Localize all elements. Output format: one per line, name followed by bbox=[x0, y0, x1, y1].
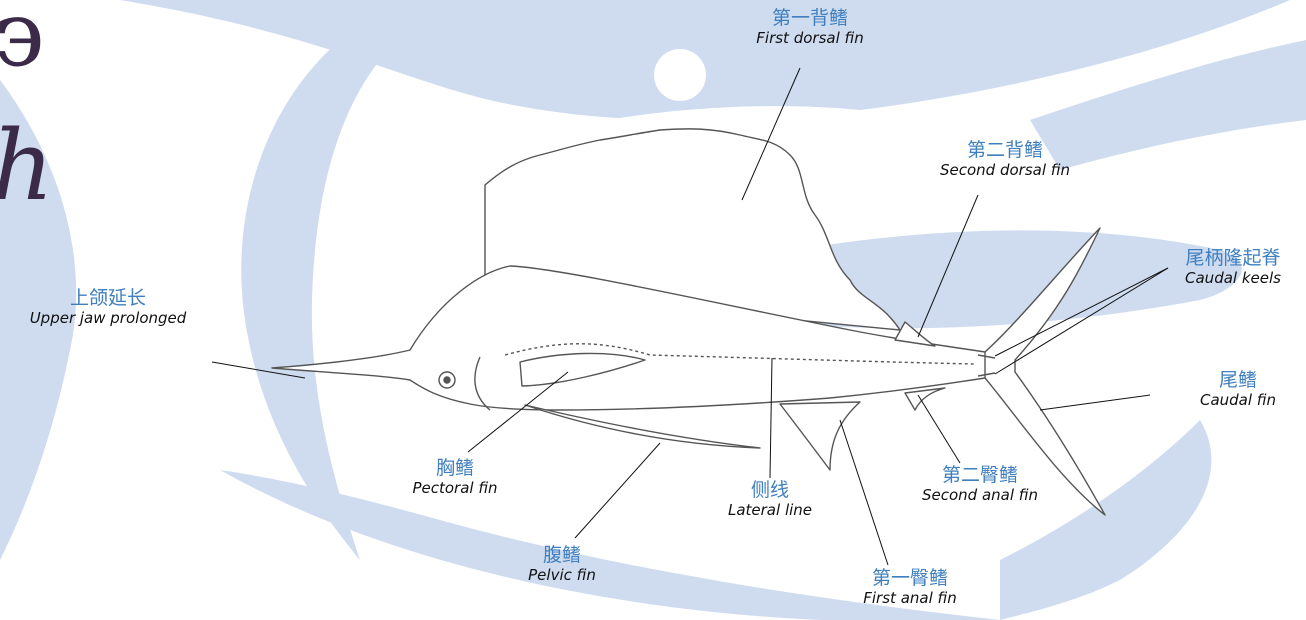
leader-pectoral bbox=[467, 371, 569, 453]
label-en: Caudal fin bbox=[1199, 390, 1277, 409]
label-first-anal-fin: 第一臀鳍 First anal fin bbox=[820, 567, 1000, 607]
caudal-keel-lower-mark bbox=[977, 372, 996, 377]
label-zh: 尾鳍 bbox=[1218, 369, 1257, 391]
sailfish bbox=[271, 128, 1106, 516]
leader-pelvic bbox=[574, 442, 661, 539]
second-dorsal-fin-shape bbox=[894, 321, 936, 347]
swoosh-bottom bbox=[220, 470, 1000, 620]
label-zh: 第一臀鳍 bbox=[871, 567, 948, 589]
first-anal-fin-shape bbox=[779, 401, 861, 471]
leader-first-dorsal bbox=[741, 67, 801, 201]
leader-lines bbox=[211, 67, 1169, 566]
label-upper-jaw-prolonged: 上颌延长 Upper jaw prolonged bbox=[4, 287, 212, 327]
label-first-dorsal-fin: 第一背鳍 First dorsal fin bbox=[720, 7, 900, 47]
label-zh: 尾柄隆起脊 bbox=[1185, 247, 1281, 269]
leader-lateral-line bbox=[769, 357, 773, 479]
swoosh-arc-left bbox=[241, 40, 380, 560]
label-caudal-fin: 尾鳍 Caudal fin bbox=[1180, 369, 1296, 409]
label-en: Pelvic fin bbox=[528, 565, 596, 584]
label-zh: 第二臀鳍 bbox=[941, 464, 1018, 486]
leader-caudal-fin bbox=[1039, 394, 1151, 411]
second-anal-fin-shape bbox=[904, 387, 946, 411]
label-zh: 胸鳍 bbox=[435, 457, 474, 479]
swoosh-right-band bbox=[1030, 40, 1306, 170]
label-second-dorsal-fin: 第二背鳍 Second dorsal fin bbox=[905, 139, 1105, 179]
label-zh: 上颌延长 bbox=[69, 287, 146, 309]
cropped-title-glyph-top: ϶ bbox=[0, 0, 45, 87]
label-caudal-keels: 尾柄隆起脊 Caudal keels bbox=[1160, 247, 1306, 287]
label-zh: 腹鳍 bbox=[542, 544, 581, 566]
label-pelvic-fin: 腹鳍 Pelvic fin bbox=[492, 544, 632, 584]
pelvic-fin-shape bbox=[524, 404, 761, 449]
caudal-fin-shape bbox=[984, 227, 1106, 516]
label-en: Lateral line bbox=[727, 500, 813, 519]
label-en: Pectoral fin bbox=[412, 478, 498, 497]
label-zh: 侧线 bbox=[750, 479, 789, 501]
pectoral-fin-shape bbox=[519, 352, 646, 387]
leader-upper-jaw bbox=[211, 361, 306, 379]
label-en: First anal fin bbox=[863, 588, 957, 607]
cropped-title-glyph-bottom: h bbox=[0, 110, 54, 222]
swoosh-left-tail bbox=[0, 80, 77, 560]
label-en: Caudal keels bbox=[1185, 268, 1281, 287]
swoosh-lower-right bbox=[1000, 420, 1212, 620]
label-en: Upper jaw prolonged bbox=[29, 308, 187, 327]
leader-caudal-keels-2 bbox=[994, 267, 1169, 375]
leader-second-dorsal bbox=[917, 194, 979, 338]
lateral-line-dots bbox=[504, 343, 976, 365]
gill-line bbox=[474, 356, 491, 411]
background-ring-inner bbox=[654, 49, 706, 101]
label-en: Second dorsal fin bbox=[940, 160, 1070, 179]
label-second-anal-fin: 第二臀鳍 Second anal fin bbox=[890, 464, 1070, 504]
label-en: First dorsal fin bbox=[756, 28, 864, 47]
label-zh: 第一背鳍 bbox=[771, 7, 848, 29]
leader-caudal-keels-1 bbox=[994, 267, 1169, 357]
label-zh: 第二背鳍 bbox=[966, 139, 1043, 161]
leader-second-anal bbox=[917, 394, 961, 464]
leader-first-anal bbox=[839, 419, 889, 566]
caudal-keel-upper-mark bbox=[977, 354, 996, 359]
label-pectoral-fin: 胸鳍 Pectoral fin bbox=[385, 457, 525, 497]
label-lateral-line: 侧线 Lateral line bbox=[700, 479, 840, 519]
label-en: Second anal fin bbox=[922, 485, 1038, 504]
eye-pupil bbox=[443, 376, 451, 384]
